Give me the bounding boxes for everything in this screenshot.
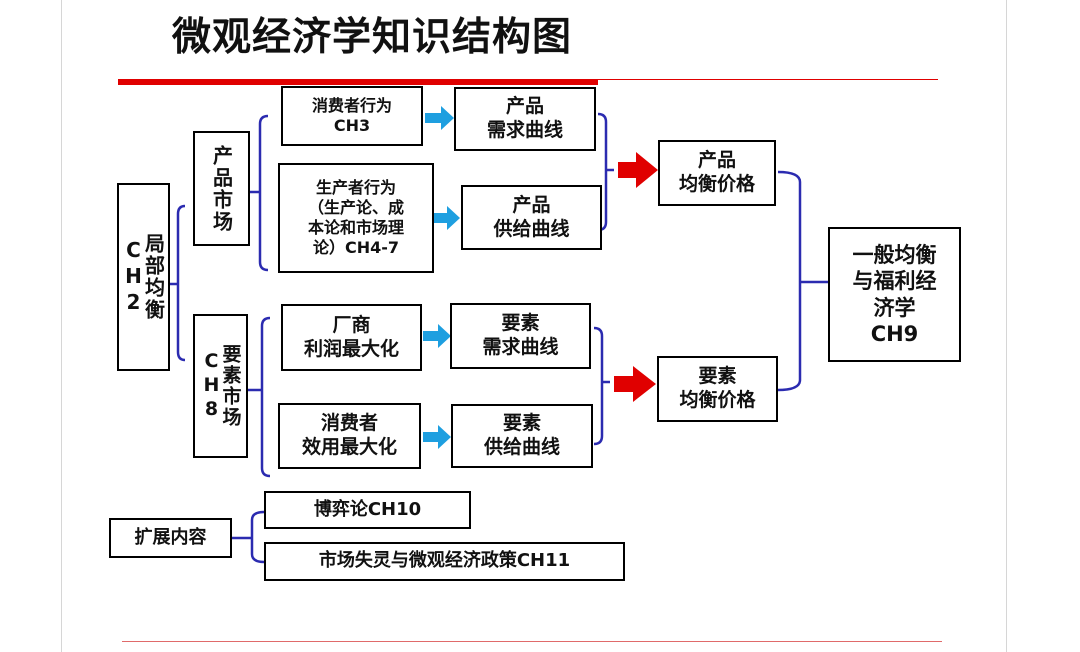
node-market-failure: 市场失灵与微观经济政策CH11 bbox=[264, 542, 625, 581]
node-factor-equilibrium: 要素 均衡价格 bbox=[657, 356, 778, 422]
arrow-product-to-equilibrium-icon bbox=[618, 152, 658, 188]
node-consumer-utility-max: 消费者 效用最大化 bbox=[278, 403, 421, 469]
node-product-supply: 产品 供给曲线 bbox=[461, 185, 602, 250]
bracket-product-curves bbox=[597, 112, 614, 232]
node-producer-behavior: 生产者行为 （生产论、成 本论和市场理 论）CH4-7 bbox=[278, 163, 434, 273]
node-factor-supply: 要素 供给曲线 bbox=[451, 404, 593, 468]
node-factor-market: 要素市场CH8 bbox=[193, 314, 248, 458]
bracket-factor-curves bbox=[593, 326, 610, 446]
node-firm-profit-max: 厂商 利润最大化 bbox=[281, 304, 422, 371]
arrow-factor-to-equilibrium-icon bbox=[614, 366, 656, 402]
node-general-equilibrium: 一般均衡 与福利经 济学 CH9 bbox=[828, 227, 961, 362]
node-product-market: 产品市场 bbox=[193, 131, 250, 246]
node-factor-demand: 要素 需求曲线 bbox=[450, 303, 591, 369]
arrow-consumer-to-demand-icon bbox=[425, 106, 454, 130]
arrow-producer-to-supply-icon bbox=[433, 206, 460, 230]
node-local-equilibrium: 局部均衡 CH2 bbox=[117, 183, 170, 371]
node-extensions: 扩展内容 bbox=[109, 518, 232, 558]
arrow-firm-to-factor-demand-icon bbox=[423, 324, 451, 348]
page-title: 微观经济学知识结构图 bbox=[172, 15, 573, 60]
bracket-product-market bbox=[250, 114, 269, 272]
bracket-to-general bbox=[777, 170, 828, 392]
arrow-consumer-to-factor-supply-icon bbox=[423, 425, 451, 449]
bracket-factor-market bbox=[248, 316, 271, 478]
bracket-local-to-markets bbox=[170, 204, 186, 362]
right-page-edge bbox=[1006, 0, 1007, 652]
left-page-edge bbox=[61, 0, 62, 652]
node-product-demand: 产品 需求曲线 bbox=[454, 87, 596, 151]
bottom-rule bbox=[122, 641, 942, 642]
bracket-extensions bbox=[232, 510, 265, 564]
node-game-theory: 博弈论CH10 bbox=[264, 491, 471, 529]
title-rule-thick bbox=[118, 79, 598, 85]
node-consumer-behavior: 消费者行为 CH3 bbox=[281, 86, 423, 146]
node-product-equilibrium: 产品 均衡价格 bbox=[658, 140, 776, 206]
